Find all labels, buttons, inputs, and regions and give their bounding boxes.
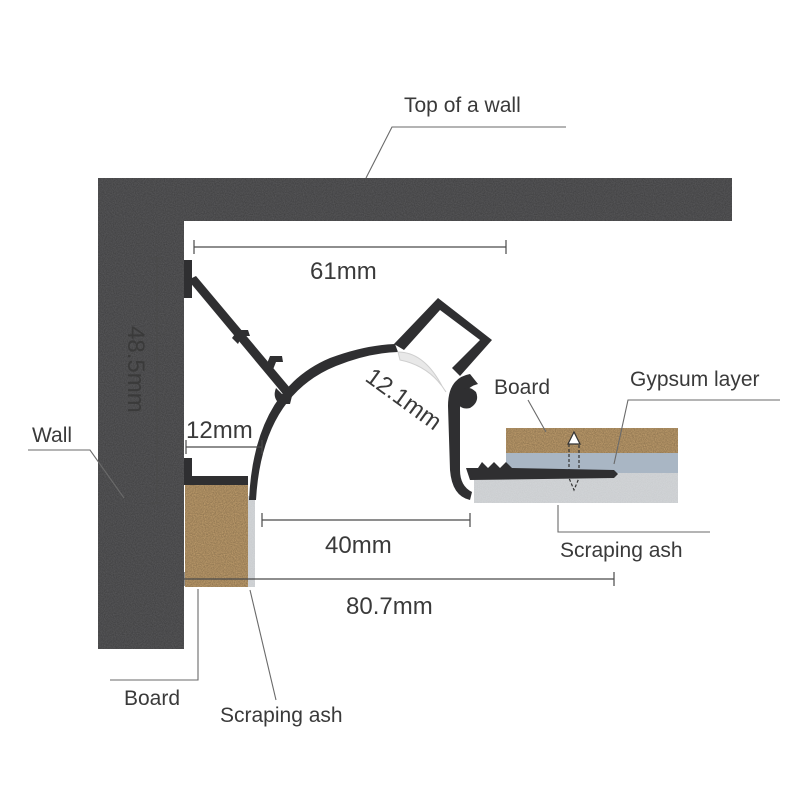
profile-right-hook [448,374,478,500]
profile-left-flange-top [184,260,192,298]
label-board-right: Board [494,376,550,399]
dim-61-label: 61mm [310,258,377,285]
label-top-of-wall: Top of a wall [404,94,521,117]
profile-right-flange [466,462,618,480]
leader-top-of-wall [365,126,566,179]
label-gypsum-layer: Gypsum layer [630,368,760,391]
label-scraping-ash-left: Scraping ash [220,704,343,727]
led-diffuser [397,351,447,393]
leader-scraping-ash-left [249,589,277,701]
leader-gypsum [613,399,780,465]
dim-80-7-label: 80.7mm [346,593,433,620]
label-wall: Wall [32,424,72,447]
label-board-left: Board [124,687,180,710]
leader-board-left [110,589,199,681]
profile-left-flange-bottom [184,458,192,484]
labels: Top of a wall Wall Board Scraping ash Bo… [32,94,760,727]
leader-lines [28,126,780,701]
dim-12-label: 12mm [186,417,253,444]
aluminium-profile [184,260,618,500]
wall-texture [98,178,732,649]
profile-clip-lower [266,356,283,372]
profile-clip-upper [232,330,250,344]
screw-icon [567,430,581,492]
dim-48-5-label: 48.5mm [122,326,149,413]
profile-right-clip [394,298,492,376]
gypsum-layer-block [506,453,678,473]
leader-board-right [527,399,547,433]
dim-40-label: 40mm [325,532,392,559]
left-board-assembly [185,484,255,587]
leader-scraping-ash-right [557,505,710,533]
profile-bottom-foot [184,476,248,485]
dimension-lines [150,240,615,586]
label-scraping-ash-right: Scraping ash [560,539,683,562]
board-left-texture [185,484,248,587]
leader-wall [28,449,125,499]
concrete-structure [98,178,732,649]
board-right-texture [506,428,678,453]
scraping-ash-left-texture [248,496,255,587]
profile-right-knob [458,387,478,409]
